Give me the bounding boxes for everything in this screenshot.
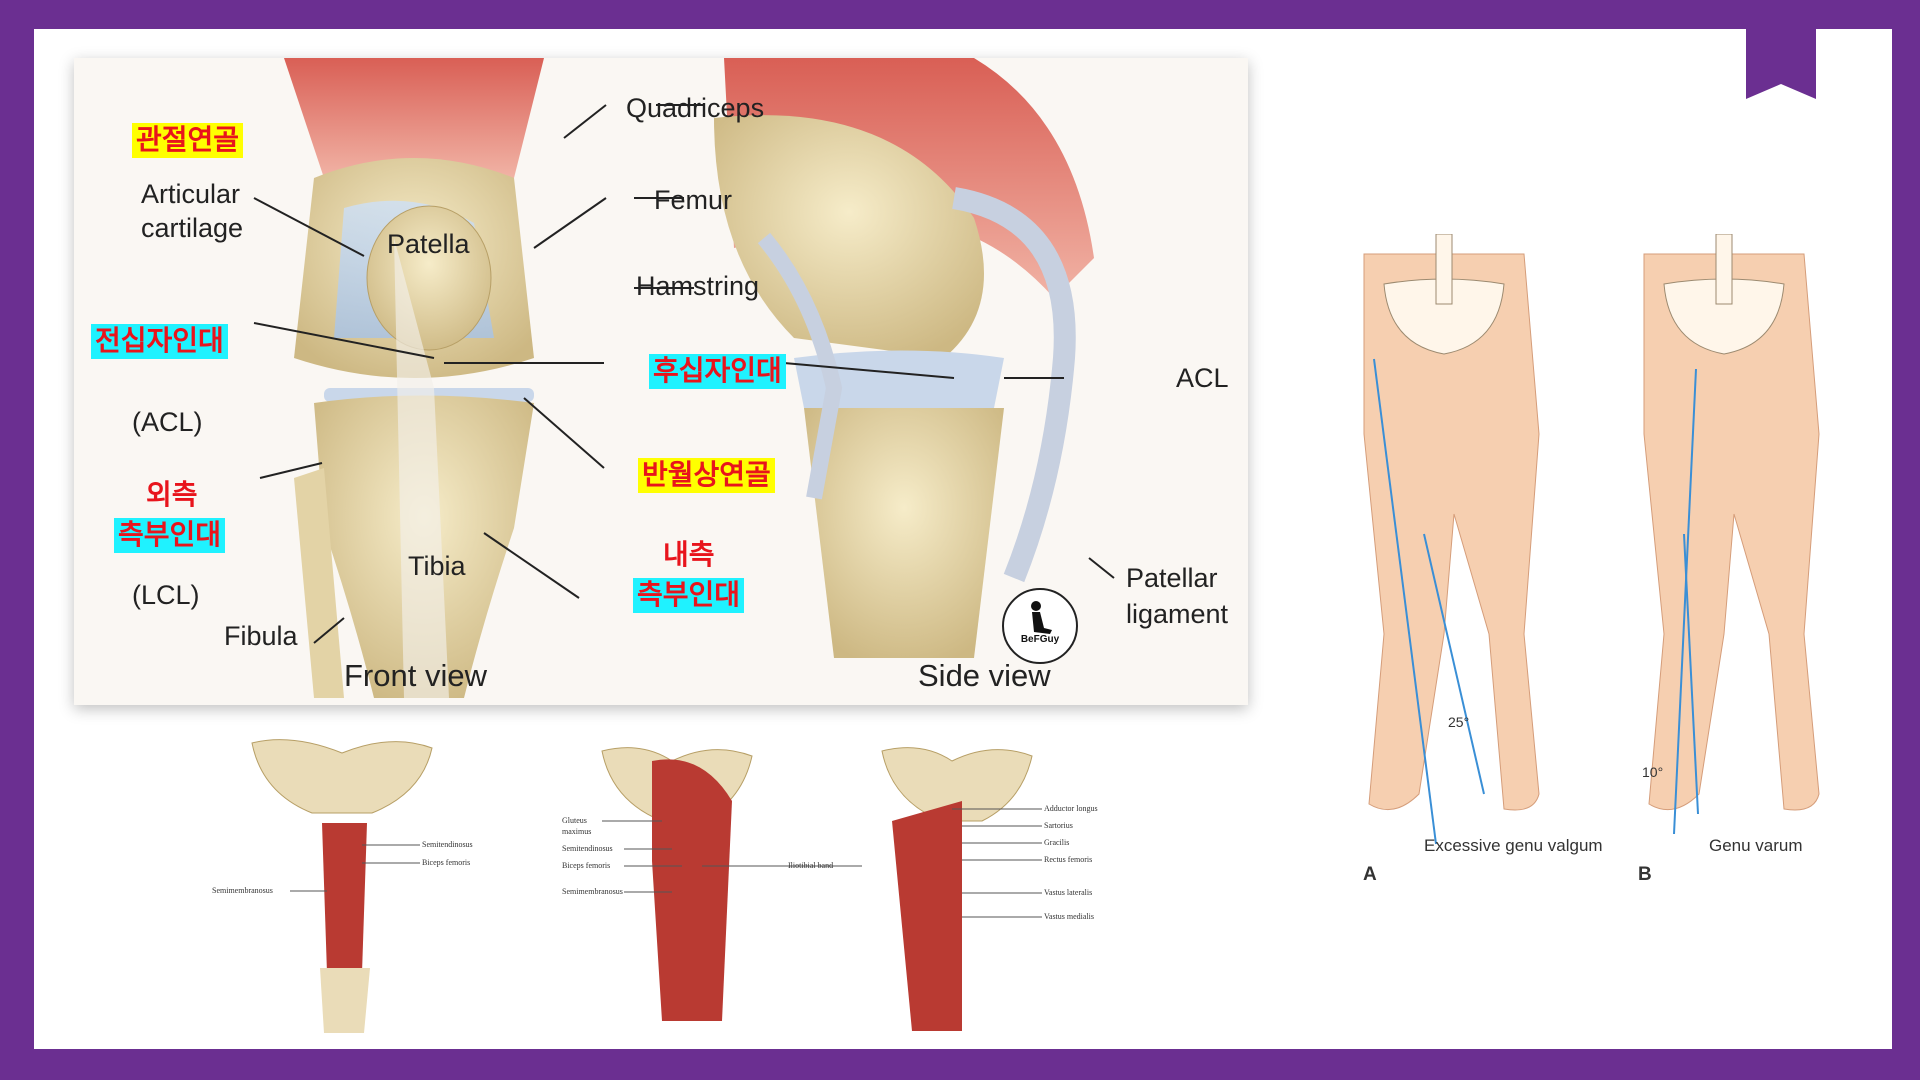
label-ko-lcl-2: 측부인대 bbox=[114, 518, 226, 553]
label-sartorius: Sartorius bbox=[1044, 821, 1073, 830]
logo-text: BeFGuy bbox=[1020, 634, 1060, 645]
fibula-front bbox=[294, 468, 344, 698]
bookmark-icon[interactable] bbox=[1746, 29, 1816, 99]
person-icon bbox=[1031, 601, 1052, 634]
label-ko-pcl: 후십자인대 bbox=[649, 354, 786, 389]
hamstring-muscles bbox=[322, 823, 367, 973]
label-ko-meniscus: 반월상연골 bbox=[638, 458, 775, 493]
label-semitendinosus: Semitendinosus bbox=[422, 840, 473, 849]
leg-alignment-panel: 25° Excessive genu valgum A 10° Genu var… bbox=[1324, 234, 1884, 894]
label-posterior-biceps-femoris: Biceps femoris bbox=[562, 861, 611, 870]
label-adductor-longus: Adductor longus bbox=[1044, 804, 1098, 813]
thigh-leader-lines bbox=[602, 808, 1042, 918]
label-rectus-femoris: Rectus femoris bbox=[1044, 855, 1093, 864]
tibia-bone bbox=[320, 968, 370, 1033]
label-posterior-semitendinosus: Semitendinosus bbox=[562, 844, 613, 853]
label-vastus-medialis: Vastus medialis bbox=[1044, 912, 1094, 921]
label-articular-cartilage-1: Articular bbox=[141, 179, 241, 209]
meniscus-side bbox=[794, 350, 1004, 408]
leg-alignment-illustration bbox=[1363, 234, 1820, 845]
label-gracilis: Gracilis bbox=[1044, 838, 1070, 847]
patellar-ligament-side bbox=[952, 187, 1076, 583]
label-acl-side: ACL bbox=[1176, 363, 1229, 393]
leader-lines bbox=[253, 104, 1115, 644]
label-quadriceps: Quadriceps bbox=[626, 93, 765, 123]
hamstring-panel: Semitendinosus Biceps femoris Semimembra… bbox=[192, 733, 482, 1033]
pelvis-bone bbox=[251, 739, 433, 814]
anterior-muscles bbox=[892, 801, 962, 1031]
axis-b-femur bbox=[1673, 368, 1697, 835]
axis-b-tibia bbox=[1683, 533, 1699, 815]
hamstring-illustration bbox=[251, 739, 433, 1033]
thigh-muscles-illustration bbox=[601, 747, 1042, 1031]
label-angle-b: 10° bbox=[1642, 764, 1664, 780]
tibia-side bbox=[804, 408, 1004, 658]
quadriceps-muscle-front bbox=[284, 58, 544, 178]
hamstring-tendon-side bbox=[757, 232, 843, 500]
label-front-view: Front view bbox=[344, 658, 487, 693]
label-acl-abbr: (ACL) bbox=[132, 407, 203, 437]
label-patellar-ligament-2: ligament bbox=[1126, 599, 1229, 629]
spine-b bbox=[1715, 234, 1733, 305]
anterior-pelvis bbox=[881, 747, 1033, 822]
label-hamstring: Hamstring bbox=[636, 271, 760, 301]
thigh-muscles-panel: Gluteus maximus Semitendinosus Biceps fe… bbox=[562, 741, 1122, 1041]
label-patellar-ligament-1: Patellar bbox=[1126, 563, 1218, 593]
label-vastus-lateralis: Vastus lateralis bbox=[1044, 888, 1093, 897]
femur-side bbox=[714, 115, 984, 358]
label-lcl-abbr: (LCL) bbox=[132, 580, 200, 610]
label-gluteus-maximus-2: maximus bbox=[562, 827, 592, 836]
label-posterior-semimembranosus: Semimembranosus bbox=[562, 887, 623, 896]
axis-a-femur bbox=[1373, 358, 1437, 845]
letter-b: B bbox=[1638, 864, 1652, 885]
legs-a bbox=[1363, 253, 1540, 811]
label-ko-mcl-2: 측부인대 bbox=[633, 578, 745, 613]
caption-a: Excessive genu valgum bbox=[1424, 836, 1603, 855]
posterior-muscles bbox=[652, 759, 732, 1021]
label-fibula: Fibula bbox=[224, 621, 298, 651]
spine-a bbox=[1435, 234, 1453, 305]
label-angle-a: 25° bbox=[1448, 714, 1470, 730]
label-ko-acl: 전십자인대 bbox=[91, 324, 228, 359]
label-patella: Patella bbox=[387, 229, 470, 259]
label-ko-mcl-1: 내측 bbox=[663, 539, 715, 570]
label-ko-lcl-1: 외측 bbox=[146, 479, 198, 510]
letter-a: A bbox=[1363, 864, 1377, 885]
patella-bone bbox=[366, 205, 492, 351]
knee-anatomy-panel: Quadriceps Articular cartilage Patella F… bbox=[74, 58, 1248, 705]
label-semimembranosus: Semimembranosus bbox=[212, 886, 273, 895]
caption-b: Genu varum bbox=[1709, 836, 1803, 855]
label-tibia: Tibia bbox=[408, 551, 466, 581]
slide: Quadriceps Articular cartilage Patella F… bbox=[34, 29, 1892, 1049]
legs-b bbox=[1643, 253, 1820, 811]
befguy-logo: BeFGuy bbox=[1002, 588, 1078, 664]
label-gluteus-maximus-1: Gluteus bbox=[562, 816, 587, 825]
label-ko-articular-cartilage: 관절연골 bbox=[132, 123, 244, 158]
label-femur: Femur bbox=[654, 185, 733, 215]
label-articular-cartilage-2: cartilage bbox=[141, 213, 244, 243]
label-iliotibial-band: Iliotibial band bbox=[788, 861, 834, 870]
label-biceps-femoris: Biceps femoris bbox=[422, 858, 471, 867]
label-side-view: Side view bbox=[918, 658, 1051, 693]
knee-illustration bbox=[253, 58, 1115, 698]
axis-a-tibia bbox=[1423, 533, 1485, 795]
